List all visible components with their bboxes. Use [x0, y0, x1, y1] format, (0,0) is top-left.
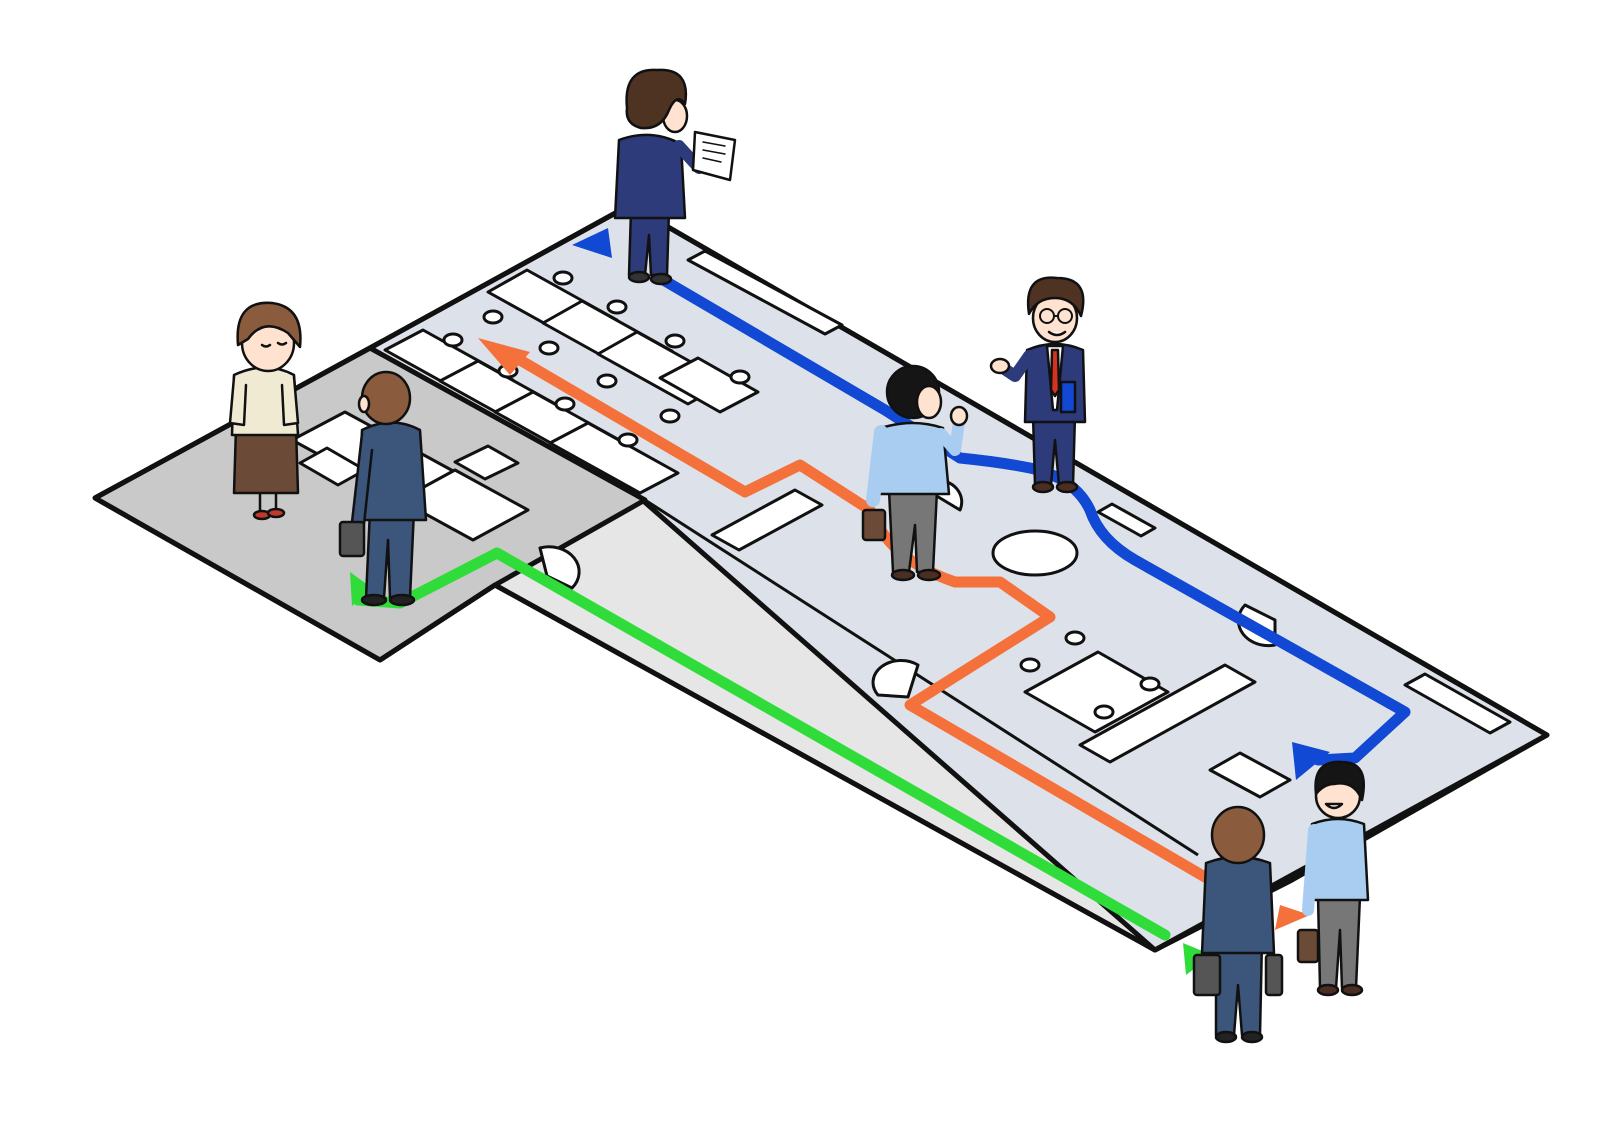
shoe [1316, 983, 1340, 997]
round-table [991, 529, 1079, 577]
briefcase [1192, 953, 1222, 997]
man-light-blue-shirt-waving [861, 364, 969, 582]
wall-cabinet [1403, 672, 1512, 735]
desk [658, 356, 760, 414]
green-route-arrowhead-start [350, 572, 372, 606]
hair [625, 68, 688, 130]
blue-route-arrowhead-end [1292, 742, 1330, 780]
orange-route-arrowhead-start [478, 338, 530, 375]
hair [236, 301, 302, 349]
lobby-office-divider [369, 346, 646, 502]
orange-route-arrowhead-end [1275, 905, 1310, 930]
door-swing [871, 659, 920, 699]
trousers [364, 508, 416, 600]
meeting-table [1023, 650, 1170, 734]
shoe [388, 593, 416, 607]
hair [1026, 276, 1085, 318]
briefcase [1296, 928, 1320, 964]
man-light-blue-shirt-smiling [1296, 760, 1370, 997]
head [1210, 805, 1266, 865]
jacket [1200, 855, 1276, 955]
wall-cabinet [686, 249, 844, 336]
arm [1302, 824, 1320, 916]
shoe [916, 568, 942, 582]
jacket [613, 133, 687, 220]
visitor-with-briefcase-lobby [338, 370, 428, 607]
wall-cabinet [1096, 502, 1157, 538]
arm [228, 375, 248, 427]
shoe [627, 270, 651, 284]
reception-counter [398, 468, 530, 542]
briefcase [1264, 953, 1284, 997]
desk [548, 421, 680, 495]
hand [949, 405, 969, 427]
arm [280, 375, 300, 427]
shoe [1031, 480, 1055, 494]
man-with-glasses-gesturing [989, 276, 1087, 494]
reception-woman [228, 301, 302, 521]
shoe [1340, 983, 1364, 997]
arm [935, 416, 965, 456]
briefcase [338, 520, 366, 558]
skirt [232, 425, 300, 495]
shoe [360, 593, 388, 607]
shoe [266, 507, 286, 519]
wall-cabinet [1078, 663, 1257, 764]
furniture [290, 249, 1512, 799]
shirt [877, 421, 951, 496]
face [915, 384, 943, 420]
briefcase [861, 508, 887, 542]
shoe [1055, 480, 1079, 494]
corridor-wall [644, 498, 1199, 857]
tie [1049, 348, 1061, 398]
man-reading-document [613, 68, 737, 286]
shoe [1240, 1030, 1264, 1044]
ear [357, 394, 371, 414]
visitor-with-briefcase-exit [1192, 805, 1284, 1044]
glasses-icon [1039, 308, 1073, 324]
trousers [1316, 894, 1362, 990]
blue-route-arrowhead-start [572, 228, 612, 258]
wall-cabinet [710, 488, 824, 552]
document [691, 130, 737, 182]
reception-counter [453, 444, 520, 481]
hair [1314, 760, 1365, 802]
wall-cabinet [1208, 751, 1292, 799]
folder [1059, 380, 1077, 414]
shoe [649, 272, 673, 286]
jacket [356, 421, 428, 522]
hand [989, 357, 1011, 375]
people [228, 68, 1370, 1044]
shirt [1308, 817, 1370, 902]
door-swing [538, 545, 581, 590]
document-lines [702, 141, 726, 163]
head [360, 370, 412, 426]
arm [866, 425, 888, 507]
shoe [1214, 1030, 1238, 1044]
shoe [890, 568, 916, 582]
